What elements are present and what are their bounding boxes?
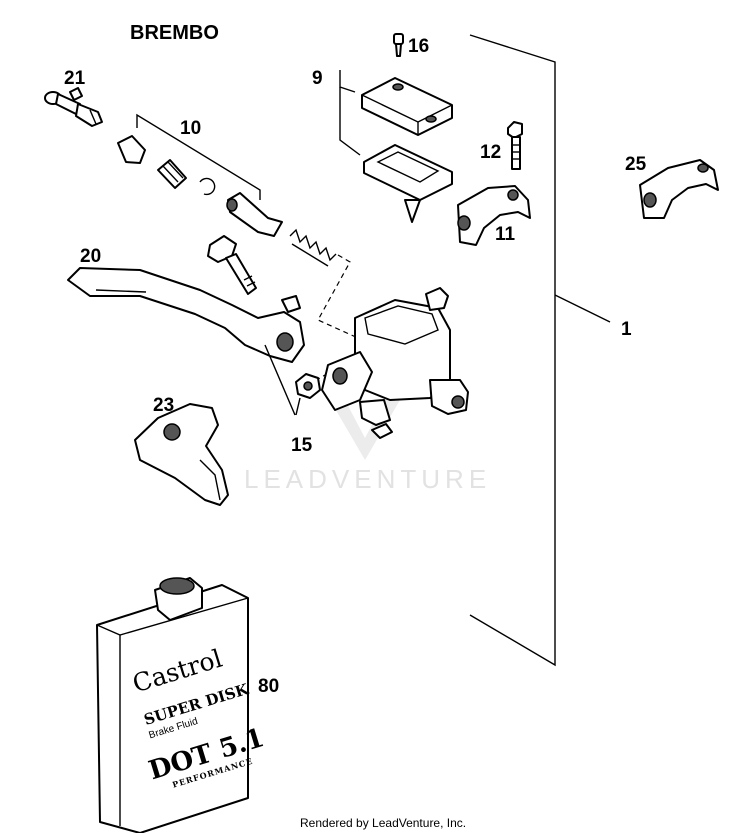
part-25-clamp [639, 159, 719, 219]
callout-15: 15 [291, 435, 313, 456]
part-20-lever [67, 267, 305, 363]
callout-labels: 1 9 10 11 12 15 16 20 21 23 25 80 [64, 36, 647, 697]
callout-20: 20 [80, 246, 101, 267]
part-12-bolt [507, 121, 523, 170]
assembly-bracket [469, 34, 611, 667]
part-21-adjuster [44, 87, 103, 127]
part-80-brake-fluid-can: Castrol SUPER DISK Brake Fluid DOT 5.1 P… [96, 577, 268, 833]
watermark-text: LEADVENTURE [244, 464, 491, 494]
callout-10: 10 [180, 118, 201, 139]
brand-title: BREMBO [130, 22, 219, 44]
part-11-clamp [457, 185, 531, 246]
callout-80: 80 [258, 676, 279, 697]
part-10-piston-kit [117, 113, 283, 237]
callout-9: 9 [312, 68, 323, 89]
credit-text: Rendered by LeadVenture, Inc. [300, 816, 466, 830]
callout-23: 23 [153, 395, 174, 416]
part-9-reservoir-cap [339, 70, 453, 223]
spring [289, 228, 337, 267]
callout-16: 16 [408, 36, 429, 57]
master-cylinder-body [321, 287, 469, 439]
callout-11: 11 [495, 224, 516, 245]
callout-25: 25 [625, 154, 647, 175]
part-15-pivot [207, 235, 321, 416]
callout-12: 12 [480, 142, 501, 163]
callout-1: 1 [621, 319, 632, 340]
callout-21: 21 [64, 68, 86, 89]
part-23-lever-guard [134, 403, 229, 506]
part-16-screw [393, 33, 404, 57]
